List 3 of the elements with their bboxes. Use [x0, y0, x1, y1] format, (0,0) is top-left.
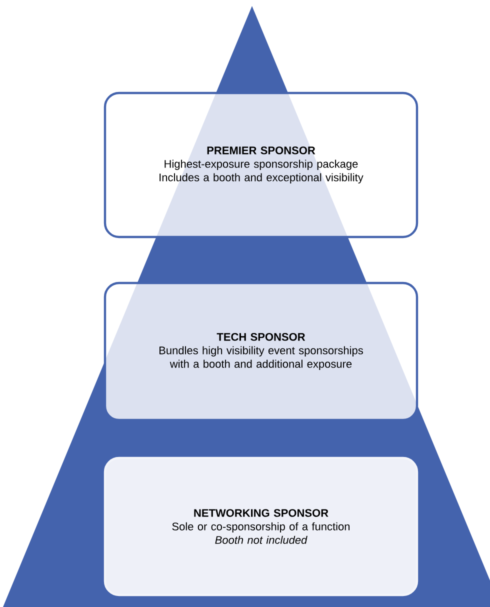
sponsor-box: TECH SPONSOR Bundles high visibility event sponsorships with a booth and additional exposure: [104, 282, 418, 422]
sponsor-box: NETWORKING SPONSOR Sole or co-sponsorship of a function Booth not included: [104, 456, 418, 596]
sponsor-box: PREMIER SPONSOR Highest-exposure sponsorship package Includes a booth and exceptional visibility: [104, 92, 418, 238]
